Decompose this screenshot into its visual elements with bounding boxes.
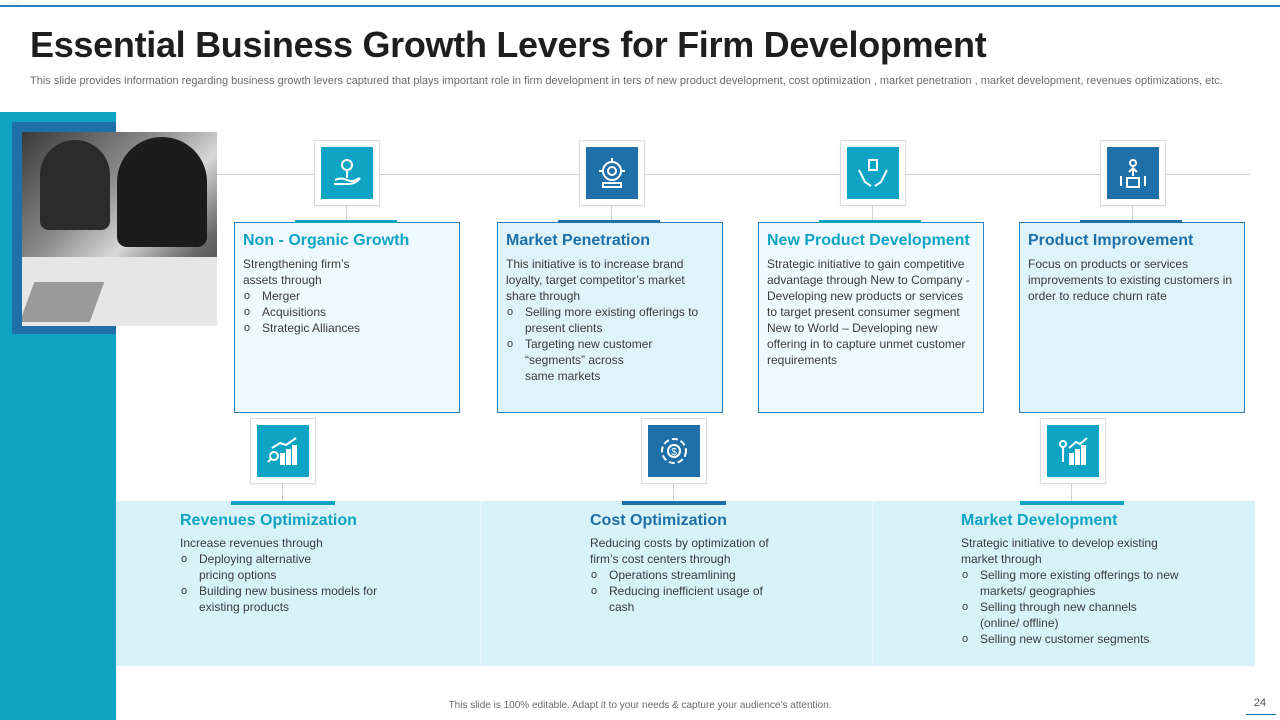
card-accent — [1080, 220, 1182, 223]
top-rule — [0, 5, 1280, 7]
section-bullets: Selling more existing offerings to new m… — [961, 567, 1191, 647]
card-text: Strengthening firm’s assets through — [243, 257, 350, 287]
card-text: Focus on products or services improvemen… — [1028, 257, 1233, 303]
bullet-item: Acquisitions — [243, 304, 451, 320]
bullet-item: Selling more existing offerings to prese… — [506, 304, 714, 336]
card-product-improvement: Product Improvement Focus on products or… — [1019, 220, 1245, 413]
section-text: Reducing costs by optimization of firm’s… — [590, 536, 769, 566]
connector — [1071, 484, 1072, 501]
bullet-item: Reducing inefficient usage of cash — [590, 583, 780, 615]
card-bullets: Selling more existing offerings to prese… — [506, 304, 714, 384]
page-number: 24 — [1253, 697, 1267, 709]
section-bullets: Operations streamlining Reducing ineffic… — [590, 567, 780, 615]
bullet-item: Operations streamlining — [590, 567, 780, 583]
team-photo — [22, 132, 217, 326]
footer-note: This slide is 100% editable. Adapt it to… — [448, 700, 832, 711]
connector — [346, 206, 347, 220]
section-accent — [231, 501, 335, 505]
bullet-item: Selling new customer segments — [961, 631, 1191, 647]
section-revenues-optimization: Revenues Optimization Increase revenues … — [180, 512, 440, 615]
svg-text:$: $ — [671, 447, 677, 458]
section-title: Cost Optimization — [590, 512, 727, 529]
icon-tile-cost: $ — [641, 418, 707, 484]
card-market-penetration: Market Penetration This initiative is to… — [497, 220, 723, 413]
page-number-underline — [1246, 714, 1276, 715]
bullet-item: Merger — [243, 288, 451, 304]
icon-tile-revenues — [250, 418, 316, 484]
card-title: New Product Development — [767, 232, 970, 249]
card-accent — [558, 220, 660, 223]
dollar-cycle-icon: $ — [648, 425, 700, 477]
market-growth-icon — [1047, 425, 1099, 477]
bullet-item: Strategic Alliances — [243, 320, 451, 336]
icon-tile-product-improvement — [1100, 140, 1166, 206]
section-accent — [1020, 501, 1124, 505]
card-title: Non - Organic Growth — [243, 232, 410, 249]
corner-dots-decoration: ∙∙∙∙ — [8, 0, 20, 7]
band-divider — [872, 501, 873, 666]
section-title: Market Development — [961, 512, 1118, 529]
bullet-item: Selling more existing offerings to new m… — [961, 567, 1191, 599]
product-in-hands-icon — [847, 147, 899, 199]
target-market-icon — [586, 147, 638, 199]
card-text: Strategic initiative to gain competitive… — [767, 257, 970, 367]
slide-title: Essential Business Growth Levers for Fir… — [30, 24, 987, 65]
product-upgrade-icon — [1107, 147, 1159, 199]
card-text: This initiative is to increase brand loy… — [506, 257, 685, 303]
band-divider — [480, 501, 481, 666]
section-cost-optimization: Cost Optimization Reducing costs by opti… — [590, 512, 850, 615]
card-title: Product Improvement — [1028, 232, 1194, 249]
section-market-development: Market Development Strategic initiative … — [961, 512, 1221, 647]
bullet-item: Deploying alternative pricing options — [180, 551, 390, 583]
connector — [282, 484, 283, 501]
section-title: Revenues Optimization — [180, 512, 357, 529]
plant-in-hand-icon — [321, 147, 373, 199]
bullet-item: Targeting new customer “segments” across… — [506, 336, 714, 384]
card-bullets: Merger Acquisitions Strategic Alliances — [243, 288, 451, 336]
section-bullets: Deploying alternative pricing options Bu… — [180, 551, 390, 615]
connector — [673, 484, 674, 501]
card-title: Market Penetration — [506, 232, 651, 249]
card-non-organic-growth: Non - Organic Growth Strengthening firm’… — [234, 220, 460, 413]
top-connector-line — [217, 174, 1250, 175]
bullet-item: Selling through new channels (online/ of… — [961, 599, 1191, 631]
icon-tile-non-organic — [314, 140, 380, 206]
icon-tile-new-product — [840, 140, 906, 206]
growth-chart-icon — [257, 425, 309, 477]
section-text: Increase revenues through — [180, 536, 323, 550]
card-accent — [819, 220, 921, 223]
card-accent — [295, 220, 397, 223]
icon-tile-market-penetration — [579, 140, 645, 206]
icon-tile-market-development — [1040, 418, 1106, 484]
connector — [1132, 206, 1133, 220]
connector — [611, 206, 612, 220]
section-text: Strategic initiative to develop existing… — [961, 536, 1158, 566]
connector — [872, 206, 873, 220]
section-accent — [622, 501, 726, 505]
bullet-item: Building new business models for existin… — [180, 583, 390, 615]
card-new-product-development: New Product Development Strategic initia… — [758, 220, 984, 413]
slide-subtitle: This slide provides information regardin… — [30, 75, 1223, 87]
